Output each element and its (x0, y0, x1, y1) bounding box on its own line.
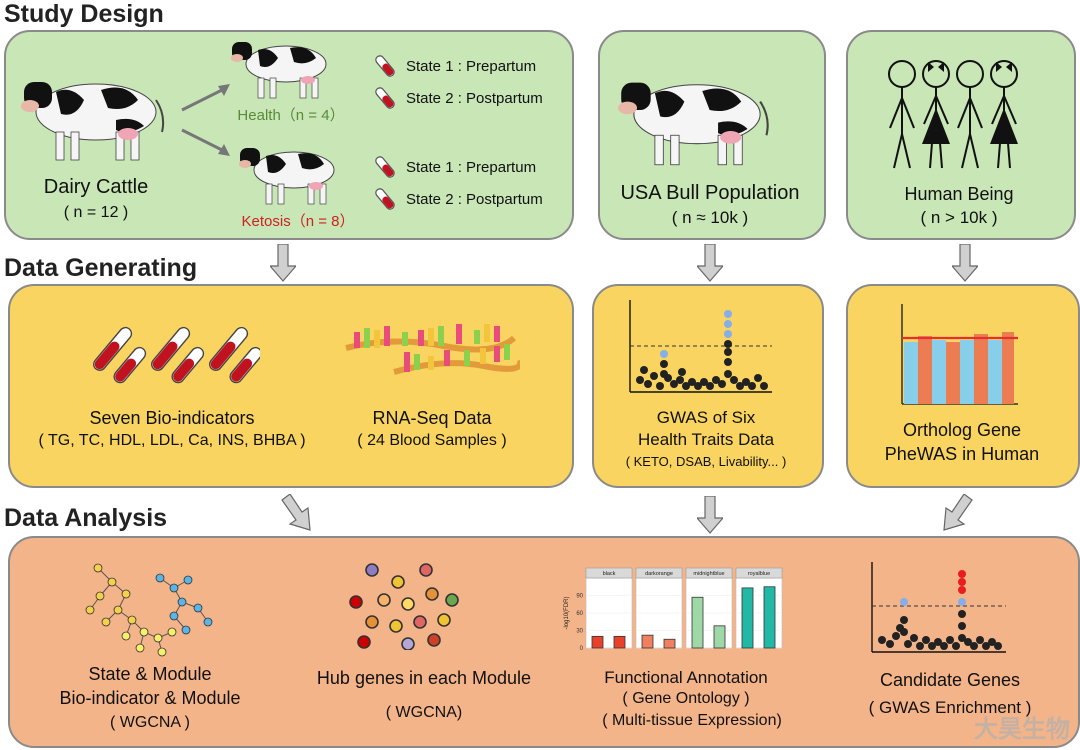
state2-label: State 2 : Postpartum (406, 89, 543, 107)
facet-label: royalblue (748, 571, 770, 577)
health-state2-row: State 2 : Postpartum (372, 86, 543, 110)
bio-indicators-list: ( TG, TC, HDL, LDL, Ca, INS, BHBA ) (38, 432, 306, 449)
data-analysis-panel (8, 536, 1080, 748)
state2-label: State 2 : Postpartum (406, 190, 543, 208)
bio-indicators-title: Seven Bio-indicators (89, 408, 255, 428)
bull-population-title: USA Bull Population (620, 182, 800, 204)
human-being-count: ( n > 10k ) (920, 208, 998, 227)
blood-tube-icon (375, 156, 395, 178)
facet-strip (635, 567, 683, 579)
down-arrow-icon (952, 244, 978, 282)
network-graph-icon (85, 563, 213, 657)
section-title-data-analysis: Data Analysis (4, 504, 168, 532)
y-tick-label: 60 (576, 611, 583, 617)
rna-strand-icon (345, 324, 520, 375)
hub-genes-title: Hub genes in each Module (316, 668, 532, 688)
state1-label: State 1 : Prepartum (406, 158, 537, 176)
watermark-logo: 大昊生物 (974, 716, 1070, 743)
diagonal-arrow-icon (281, 494, 311, 531)
split-arrows-icon (181, 84, 230, 156)
facet-label: black (603, 571, 616, 577)
y-axis-label: -log10(FDR) (564, 596, 570, 629)
hub-genes-icon (349, 563, 459, 650)
bar (741, 587, 754, 649)
bull-population-count: ( n ≈ 10k ) (671, 208, 749, 227)
blood-tube-icon (375, 87, 395, 109)
wgcna-label-1: ( WGCNA ) (110, 714, 190, 731)
functional-bar-chart: -log10(FDR) 0 30 60 90 black darkorange midnigh… (564, 567, 783, 652)
health-group-label: Health（n = 4） (237, 107, 345, 124)
candidate-manhattan-icon (871, 562, 1006, 653)
health-cow-icon (231, 42, 327, 99)
facet-label: midnightblue (693, 571, 724, 577)
dairy-cattle-title: Dairy Cattle (43, 176, 149, 198)
diagonal-arrow-icon (943, 494, 973, 531)
bar (591, 635, 604, 649)
down-arrow-icon (270, 244, 296, 282)
candidate-genes-title: Candidate Genes (879, 670, 1021, 690)
bioindicator-module-label: Bio-indicator & Module (59, 688, 241, 708)
functional-annotation-title: Functional Annotation (604, 668, 768, 687)
ketosis-cow-icon (239, 148, 335, 205)
section-title-data-generating: Data Generating (4, 254, 198, 282)
ketosis-group-label: Ketosis（n = 8） (241, 213, 355, 230)
facet-strip (585, 567, 633, 579)
ortholog-title-line1: Ortholog Gene (902, 420, 1022, 440)
human-being-title: Human Being (904, 184, 1014, 204)
rna-seq-title: RNA-Seq Data (372, 408, 492, 428)
gene-ontology-label: ( Gene Ontology ) (622, 690, 750, 707)
bio-rna-panel (8, 284, 574, 488)
section-title-study-design: Study Design (4, 0, 164, 28)
multi-tissue-label: ( Multi-tissue Expression) (602, 712, 782, 729)
state1-label: State 1 : Prepartum (406, 57, 537, 75)
y-tick-label: 30 (576, 629, 583, 635)
bar (713, 625, 726, 649)
bar (763, 586, 776, 649)
bull-cow-icon (618, 82, 769, 166)
down-arrow-icon (697, 244, 723, 282)
facet-label: darkorange (645, 571, 673, 577)
down-arrow-icon (697, 496, 723, 534)
gwas-title-line1: GWAS of Six (656, 408, 756, 427)
facet-strip (735, 567, 783, 579)
ketosis-state2-row: State 2 : Postpartum (372, 187, 543, 211)
facet-strip (685, 567, 733, 579)
human-figures-icon (888, 60, 1018, 169)
dairy-cow-icon (21, 82, 165, 161)
rna-seq-sub: ( 24 Blood Samples ) (357, 432, 507, 449)
y-tick-label: 0 (580, 646, 584, 652)
manhattan-plot-icon (629, 300, 772, 393)
y-tick-label: 90 (576, 594, 583, 600)
ketosis-state1-row: State 1 : Prepartum (372, 155, 536, 179)
gwas-enrichment-label: ( GWAS Enrichment ) (868, 698, 1032, 717)
blood-tube-icon (375, 55, 395, 77)
bar (663, 638, 676, 649)
bar (691, 596, 704, 649)
gwas-title-line2: Health Traits Data (637, 430, 775, 449)
state-module-label: State & Module (88, 664, 212, 684)
wgcna-label-2: ( WGCNA) (385, 704, 463, 721)
ortholog-title-line2: PheWAS in Human (884, 444, 1040, 464)
phewas-bars-icon (901, 304, 1018, 405)
dairy-cattle-count: ( n = 12 ) (63, 204, 129, 221)
bar (613, 635, 626, 649)
health-state1-row: State 1 : Prepartum (372, 54, 536, 78)
blood-tube-icon (375, 188, 395, 210)
blood-tubes-icon (93, 326, 260, 384)
gwas-traits: ( KETO, DSAB, Livability... ) (625, 454, 787, 469)
bar (641, 634, 654, 649)
